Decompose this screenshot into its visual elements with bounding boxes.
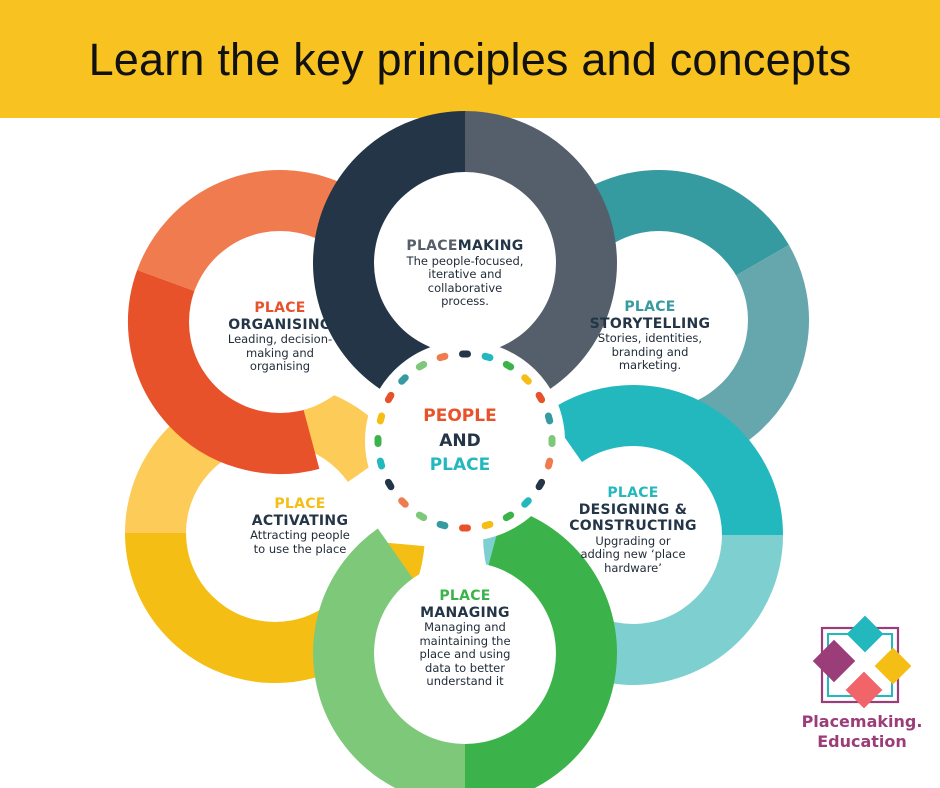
placemaking-desc-1: The people-focused, (406, 253, 524, 268)
storytelling-desc-2: branding and (611, 344, 689, 359)
ring-dot (398, 374, 409, 385)
organising-prefix: PLACE (254, 300, 306, 316)
ring-dot (415, 511, 428, 522)
organising-desc-1: Leading, decision- (227, 332, 333, 347)
activating-heading: ACTIVATING (251, 512, 349, 529)
making-ring-light (464, 111, 617, 406)
logo-diamond-teal (846, 615, 884, 653)
ring-dot (502, 360, 515, 371)
ring-dot (521, 497, 532, 508)
label-organising: PLACE ORGANISING Leading, decision- maki… (205, 300, 355, 374)
ring-dot (436, 352, 449, 362)
storytelling-desc-1: Stories, identities, (597, 331, 703, 346)
ring-dot (436, 520, 449, 530)
managing-ring-light (313, 528, 466, 788)
logo-diamond-yellow (874, 647, 912, 685)
ring-dot (481, 520, 494, 530)
managing-ring-dark (464, 506, 617, 788)
logo-diamond-pink (845, 671, 883, 709)
ring-dot (535, 391, 546, 404)
organising-ring-dark (128, 270, 320, 474)
storytelling-desc-3: marketing. (618, 358, 682, 373)
label-designing: PLACE DESIGNING & CONSTRUCTING Upgrading… (553, 485, 713, 575)
designing-ring-dark (546, 385, 783, 536)
logo-wordmark: Placemaking. Education (792, 712, 932, 752)
people-place-disc (365, 341, 565, 541)
organising-desc-3: organising (249, 359, 311, 374)
making-center-disc (374, 172, 556, 354)
label-activating: PLACE ACTIVATING Attracting people to us… (225, 496, 375, 556)
organising-desc-2: making and (246, 345, 314, 360)
ring-dot (384, 391, 395, 404)
making-ring-dark (313, 111, 466, 406)
placemaking-suffix: MAKING (457, 238, 524, 254)
ring-dot (544, 457, 554, 470)
designing-desc-2: adding new ‘place (580, 547, 686, 562)
logo-line-2: Education (817, 732, 907, 751)
ring-dot (374, 435, 382, 447)
ring-dot (459, 350, 471, 358)
logo-line-1: Placemaking. (801, 712, 923, 731)
managing-heading: MANAGING (420, 604, 510, 621)
activating-center-disc (186, 444, 364, 622)
ring-dot (398, 497, 409, 508)
placemaking-desc-3: collaborative (427, 280, 503, 295)
designing-desc-3: hardware’ (604, 560, 662, 575)
center-line-2: AND (439, 430, 481, 451)
ring-dot (384, 478, 395, 491)
ring-dot (459, 524, 471, 532)
ring-dot (502, 511, 515, 522)
placemaking-desc-4: process. (441, 294, 489, 309)
placemaking-desc-2: iterative and (428, 267, 502, 282)
ring-dot (376, 412, 386, 425)
ring-dot (521, 374, 532, 385)
center-label: PEOPLE AND PLACE (390, 404, 530, 478)
managing-desc-1: Managing and (424, 620, 506, 635)
designing-desc-1: Upgrading or (595, 533, 671, 548)
ring-dot (544, 412, 554, 425)
ring-dot (415, 360, 428, 371)
ring-dot (535, 478, 546, 491)
label-storytelling: PLACE STORYTELLING Stories, identities, … (575, 299, 725, 373)
managing-desc-3: place and using (419, 647, 511, 662)
logo-diamond-purple (812, 639, 856, 683)
storytelling-heading: STORYTELLING (589, 315, 711, 332)
label-placemaking: PLACEMAKING The people-focused, iterativ… (385, 238, 545, 309)
organising-heading: ORGANISING (228, 316, 332, 333)
storytelling-prefix: PLACE (624, 299, 676, 315)
managing-desc-2: maintaining the (419, 633, 511, 648)
page-title: Learn the key principles and concepts (88, 34, 852, 85)
designing-heading-2: CONSTRUCTING (569, 518, 697, 535)
header-banner: Learn the key principles and concepts (0, 0, 940, 118)
designing-prefix: PLACE (607, 485, 659, 501)
designing-heading: DESIGNING & (578, 501, 688, 518)
label-managing: PLACE MANAGING Managing and maintaining … (390, 588, 540, 689)
placemaking-prefix: PLACE (406, 238, 458, 254)
ring-dot (481, 352, 494, 362)
activating-desc-2: to use the place (253, 541, 347, 556)
center-line-1: PEOPLE (423, 406, 497, 426)
ring-dot (376, 457, 386, 470)
center-line-3: PLACE (429, 455, 491, 476)
activating-desc-1: Attracting people (250, 528, 350, 543)
managing-prefix: PLACE (439, 588, 491, 604)
managing-desc-5: understand it (426, 674, 504, 689)
managing-center-disc (374, 562, 556, 744)
ring-dot (548, 435, 556, 447)
activating-prefix: PLACE (274, 496, 326, 512)
managing-desc-4: data to better (425, 660, 505, 675)
